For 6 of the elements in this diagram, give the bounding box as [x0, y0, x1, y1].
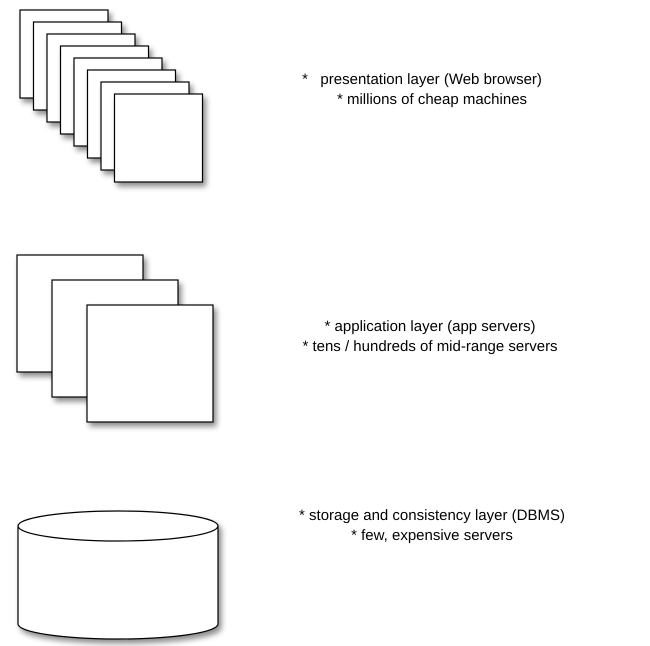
layer-note: * millions of cheap machines [336, 91, 528, 109]
layer-note: * application layer (app servers) [324, 318, 536, 336]
layer-note: * storage and consistency layer (DBMS) [299, 507, 565, 525]
layer-note: * few, expensive servers [351, 527, 513, 545]
layer-note: * tens / hundreds of mid-range servers [302, 338, 558, 356]
layer-note: * presentation layer (Web browser) [302, 71, 542, 89]
